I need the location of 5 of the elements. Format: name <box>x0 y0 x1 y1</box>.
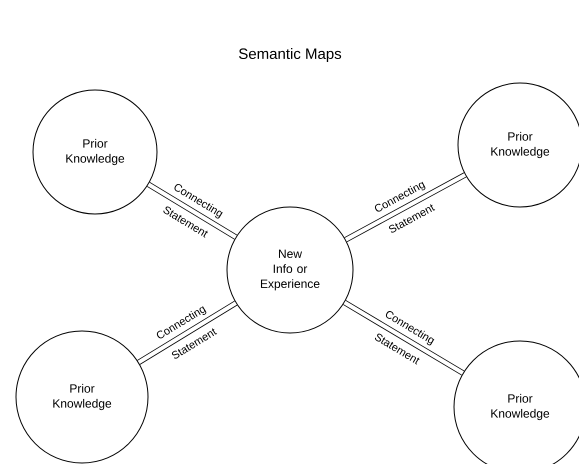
connector <box>343 300 464 376</box>
title: Semantic Maps <box>239 48 342 62</box>
connector <box>147 182 238 240</box>
connector <box>344 172 466 242</box>
connector <box>137 300 238 365</box>
